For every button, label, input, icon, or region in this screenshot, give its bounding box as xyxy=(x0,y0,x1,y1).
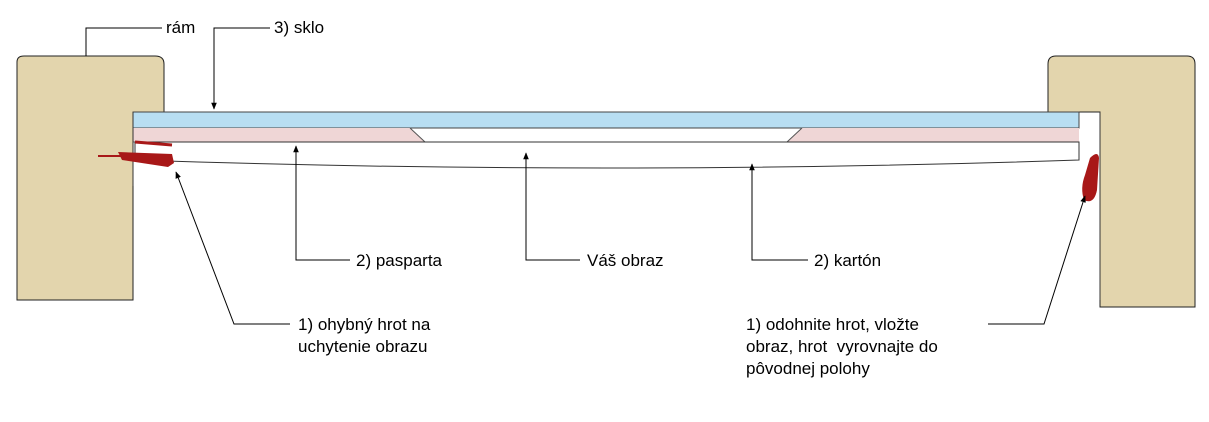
leader-instructions xyxy=(988,195,1086,325)
label-picture: Váš obraz xyxy=(587,251,664,270)
passepartout-right xyxy=(787,128,1079,142)
label-frame: rám xyxy=(166,18,196,37)
flexible-tip-right xyxy=(1082,154,1099,202)
label-instructions-line3: pôvodnej polohy xyxy=(746,359,870,378)
passepartout-bevel-right xyxy=(786,127,803,143)
label-cardboard: 2) kartón xyxy=(814,251,882,270)
label-flexible-tip-line1: 1) ohybný hrot na xyxy=(298,315,431,334)
flexible-tip-left xyxy=(98,140,174,167)
passepartout-bevel-left xyxy=(409,127,426,143)
label-instructions-line1: 1) odohnite hrot, vložte xyxy=(746,315,919,334)
label-glass: 3) sklo xyxy=(274,18,325,37)
leader-passepartout xyxy=(293,145,350,261)
leader-picture xyxy=(523,152,580,261)
frame-left xyxy=(16,55,165,301)
frame-right xyxy=(1047,55,1196,308)
leader-flexible-tip xyxy=(175,171,290,325)
leader-frame xyxy=(85,27,162,56)
label-instructions-line2: obraz, hrot vyrovnajte do xyxy=(746,337,938,356)
cardboard-back xyxy=(134,141,1080,169)
label-passepartout: 2) pasparta xyxy=(356,251,442,270)
passepartout-left xyxy=(133,128,425,142)
glass-pane xyxy=(132,111,1080,129)
leader-cardboard xyxy=(749,163,808,261)
leader-glass xyxy=(211,27,270,110)
label-flexible-tip-line2: uchytenie obrazu xyxy=(298,337,428,356)
